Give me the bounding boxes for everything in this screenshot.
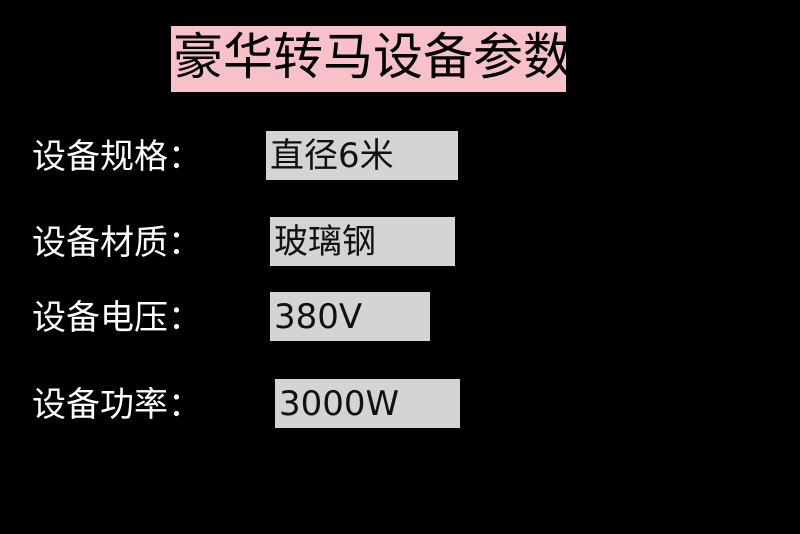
spec-row: 设备材质： 玻璃钢 (0, 213, 800, 273)
spec-value-box: 380V (270, 292, 430, 341)
spec-value-box: 玻璃钢 (270, 217, 455, 266)
spec-value-box: 3000W (275, 379, 460, 428)
page-title: 豪华转马设备参数 (173, 28, 566, 86)
spec-row: 设备电压： 380V (0, 288, 800, 348)
spec-label-equipment-power: 设备功率： (32, 385, 202, 425)
spec-label-equipment-material: 设备材质： (32, 223, 202, 263)
spec-label-equipment-voltage: 设备电压： (32, 298, 202, 338)
spec-row: 设备功率： 3000W (0, 375, 800, 435)
spec-value-equipment-material: 玻璃钢 (274, 222, 376, 262)
spec-value-equipment-voltage: 380V (274, 297, 363, 337)
spec-value-equipment-size: 直径6米 (270, 136, 394, 176)
spec-row: 设备规格： 直径6米 (0, 127, 800, 187)
spec-value-equipment-power: 3000W (279, 384, 400, 424)
title-highlight-band: 豪华转马设备参数 (171, 26, 566, 92)
spec-value-box: 直径6米 (266, 131, 458, 180)
spec-label-equipment-size: 设备规格： (32, 137, 202, 177)
